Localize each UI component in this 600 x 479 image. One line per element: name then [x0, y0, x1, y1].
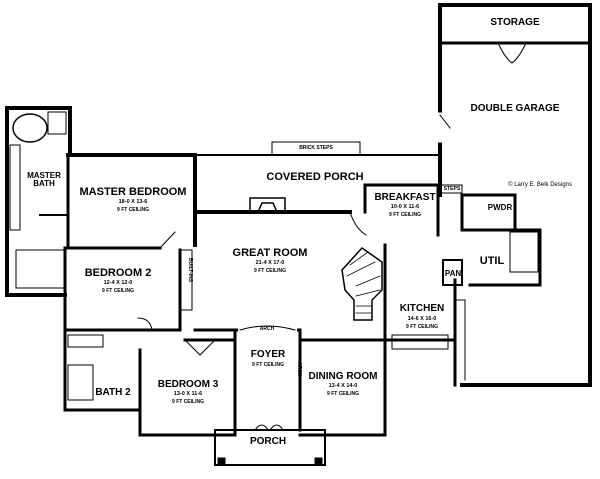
bedroom2-label: BEDROOM 2 — [84, 267, 152, 279]
util-counter — [509, 231, 539, 273]
arch-label-foyer: ARCH — [296, 362, 302, 377]
bedroom3-label: BEDROOM 3 — [157, 379, 219, 390]
pwdr-wall — [460, 193, 517, 232]
fireplace — [249, 197, 286, 213]
arch-curve — [239, 325, 296, 331]
stair-treads — [346, 251, 381, 314]
pwdr-label: PWDR — [487, 203, 513, 212]
kitchen-wall — [383, 243, 457, 387]
kitchen-ceiling: 9 FT CEILING — [406, 324, 438, 330]
kitchen-dims: 14-6 X 16-0 — [407, 316, 437, 322]
storage-label: STORAGE — [490, 17, 540, 28]
steps-label: STEPS — [443, 186, 461, 192]
bedroom2-dims: 12-4 X 12-0 — [103, 280, 133, 286]
br2-door — [137, 317, 153, 331]
vanity — [9, 144, 21, 231]
master-bath-wall — [5, 106, 72, 157]
foyer-ceiling: 9 FT CEILING — [252, 362, 284, 368]
copyright-text: © Larry E. Belk Designs — [508, 182, 572, 188]
kitchen-island — [391, 334, 449, 350]
bedroom2-ceiling: 9 FT CEILING — [102, 288, 134, 294]
bedroom3-wall — [138, 338, 237, 437]
util-wall — [468, 228, 542, 287]
porch-col-r — [314, 457, 323, 466]
br3-closet-door — [184, 339, 216, 356]
porch-col-l — [217, 457, 226, 466]
front-door — [254, 424, 284, 431]
breakfast-label: BREAKFAST — [374, 192, 436, 203]
stairs — [341, 247, 383, 321]
master-bath-label: MASTER BATH — [27, 171, 61, 188]
bath2-vanity — [67, 334, 104, 348]
steps-rect — [439, 184, 463, 194]
bath2-label: BATH 2 — [95, 387, 131, 398]
pan-box — [442, 259, 463, 286]
garage-door-swing — [439, 114, 451, 129]
great-room-dims: 21-4 X 17-0 — [255, 260, 285, 266]
kitchen-counter — [454, 299, 466, 381]
breakfast-dims: 10-0 X 11-6 — [390, 204, 420, 210]
shower — [47, 111, 67, 135]
breakfast-wall — [363, 183, 440, 237]
pan-label: PAN — [444, 269, 462, 278]
built-ins-label: BUILT-INS — [187, 258, 193, 283]
arch-label-top: ARCH — [259, 326, 275, 332]
storage-door — [497, 42, 527, 64]
master-bath-left — [5, 106, 67, 297]
double-garage-label: DOUBLE GARAGE — [470, 103, 560, 114]
dining-wall — [298, 338, 387, 437]
porch-label: PORCH — [249, 436, 287, 447]
foyer-label: FOYER — [250, 349, 286, 360]
master-bedroom-label: MASTER BEDROOM — [79, 186, 187, 198]
mb-door — [159, 231, 176, 249]
dining-room-dims: 13-4 X 14-0 — [328, 383, 358, 389]
brick-steps-label: BRICK STEPS — [299, 145, 333, 151]
util-label: UTIL — [479, 255, 505, 267]
dining-room-label: DINING ROOM — [308, 371, 378, 382]
bedroom3-dims: 13-0 X 11-6 — [173, 391, 203, 397]
master-bedroom-ceiling: 9 FT CEILING — [117, 207, 149, 213]
bedroom3-ceiling: 9 FT CEILING — [172, 399, 204, 405]
breakfast-door — [349, 211, 367, 236]
porch-rect — [214, 429, 326, 466]
builtins — [179, 249, 193, 311]
garage-wall — [438, 3, 592, 387]
master-bedroom-dims: 18-0 X 13-6 — [118, 199, 148, 205]
kitchen-label: KITCHEN — [399, 303, 445, 314]
dining-room-ceiling: 9 FT CEILING — [327, 391, 359, 397]
brick-steps-rect — [271, 141, 361, 156]
great-room-label: GREAT ROOM — [232, 247, 308, 259]
tub — [12, 113, 48, 143]
breakfast-ceiling: 9 FT CEILING — [389, 212, 421, 218]
covered-porch-label: COVERED PORCH — [266, 171, 364, 183]
great-room-ceiling: 9 FT CEILING — [254, 268, 286, 274]
closet-mb — [15, 249, 65, 289]
bath2-tub — [67, 364, 94, 401]
